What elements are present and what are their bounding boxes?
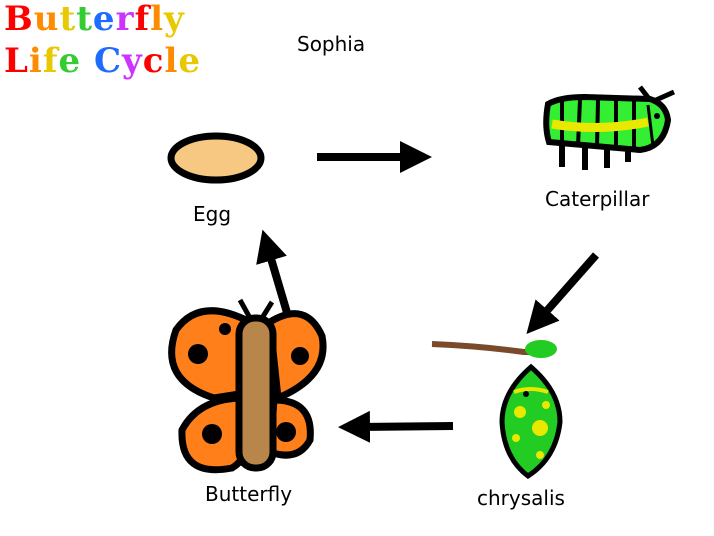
caterpillar-icon xyxy=(543,85,676,170)
title-letter: L xyxy=(4,41,29,81)
title-letter: C xyxy=(93,41,123,81)
title-letter: l xyxy=(164,41,179,81)
title-letter: B xyxy=(4,0,34,39)
title-line-1: Butterfly xyxy=(4,2,185,36)
egg-icon xyxy=(167,132,265,184)
label-butterfly: Butterfly xyxy=(205,482,293,506)
title-letter: r xyxy=(115,0,135,39)
label-chrysalis: chrysalis xyxy=(477,486,565,510)
title-letter: f xyxy=(42,41,59,81)
author-name: Sophia xyxy=(297,32,366,56)
title-letter: f xyxy=(134,0,151,39)
chrysalis-icon xyxy=(431,340,563,480)
title-letter: u xyxy=(33,0,60,39)
arrow-butterfly-to-egg xyxy=(256,229,292,318)
title-letter: t xyxy=(59,0,77,39)
label-egg: Egg xyxy=(193,202,232,226)
title-letter: e xyxy=(58,41,82,81)
title-letter: c xyxy=(142,41,165,81)
butterfly-icon xyxy=(168,298,327,474)
label-caterpillar: Caterpillar xyxy=(545,187,650,211)
title-line-2: Life Cycle xyxy=(4,44,201,78)
title-letter: y xyxy=(164,0,185,39)
arrow-chrysalis-to-butterfly xyxy=(338,410,454,443)
title-letter: i xyxy=(28,41,43,81)
title-letter: y xyxy=(122,41,143,81)
title-letter: e xyxy=(92,0,116,39)
arrow-caterpillar-to-chrysalis xyxy=(526,252,600,335)
title-letter: t xyxy=(76,0,93,39)
title-letter: e xyxy=(178,41,202,81)
title-letter: l xyxy=(150,0,165,39)
